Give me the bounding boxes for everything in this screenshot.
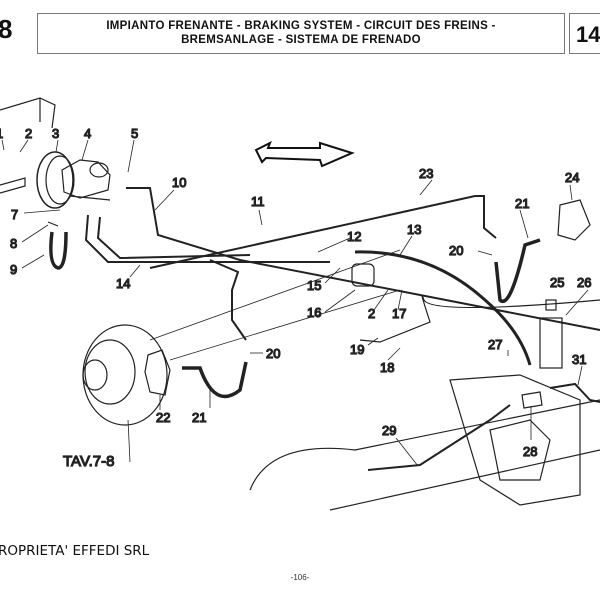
callout-5: 5 [131,126,138,141]
callout-9: 9 [10,262,17,277]
callout-3: 3 [52,126,59,141]
pipe-13 [354,250,532,366]
valve-16 [351,263,375,287]
callout-16: 16 [307,305,321,320]
callout-12: 12 [347,229,361,244]
callout-14: 14 [116,276,130,291]
pedal-bracket [0,97,56,194]
brake-disc [82,324,168,426]
callout-27: 27 [488,337,502,352]
bushing-25 [545,299,557,311]
pipe-front [209,259,247,341]
callout-13: 13 [407,222,421,237]
hose-21-front [182,361,248,399]
tee-28 [521,391,543,409]
callout-17: 17 [392,306,406,321]
callout-15: 15 [307,278,321,293]
title-line-1: IMPIANTO FRENANTE - BRAKING SYSTEM - CIR… [106,20,496,32]
callout-29: 29 [382,423,396,438]
bracket-26 [539,317,563,369]
callout-8: 8 [10,236,17,251]
title-box: IMPIANTO FRENANTE - BRAKING SYSTEM - CIR… [37,13,565,54]
pipe-23 [149,195,497,269]
callout-23: 23 [419,166,433,181]
callout-10: 10 [172,175,186,190]
caliper-24 [557,199,591,241]
callout-28: 28 [523,444,537,459]
callout-25: 25 [550,275,564,290]
pipe-29 [367,404,511,471]
caliper-22 [144,349,171,396]
callout-21-rear: 21 [515,196,529,211]
direction-arrow [254,140,355,168]
callout-19: 19 [350,342,364,357]
callout-1: 1 [0,126,3,141]
callout-31: 31 [572,352,586,367]
callout-21-front: 21 [192,410,206,425]
callout-4: 4 [84,126,91,141]
reference-tav: TAV.7-8 [63,453,114,470]
callout-7: 7 [11,207,18,222]
callout-11: 11 [251,194,265,209]
callout-20-rear: 20 [449,243,463,258]
callout-22: 22 [156,410,170,425]
footer-owner: ROPRIETA' EFFEDI SRL [0,543,150,559]
title-line-2: BREMSANLAGE - SISTEMA DE FRENADO [181,34,421,46]
hose-9 [49,231,68,270]
differential [449,374,581,506]
master-cylinder [61,159,111,199]
braking-system-diagram: 1 2 3 4 5 7 8 9 10 11 12 13 14 15 16 2 1… [0,97,600,511]
callout-2b: 2 [368,306,375,321]
pipe-10 [126,187,600,331]
callout-2: 2 [25,126,32,141]
pipe-14 [84,214,330,263]
brake-booster [36,151,74,209]
callout-20-front: 20 [266,346,280,361]
table-number: 14 [569,13,600,54]
callout-26: 26 [577,275,591,290]
section-number: 8 [0,14,13,44]
callout-18: 18 [380,360,394,375]
coil-19 [359,295,600,343]
page-number: -106- [290,573,310,582]
callout-24: 24 [565,170,579,185]
hose-21-rear [494,238,541,304]
pipe-31 [549,382,600,403]
rear-axle [249,399,600,511]
